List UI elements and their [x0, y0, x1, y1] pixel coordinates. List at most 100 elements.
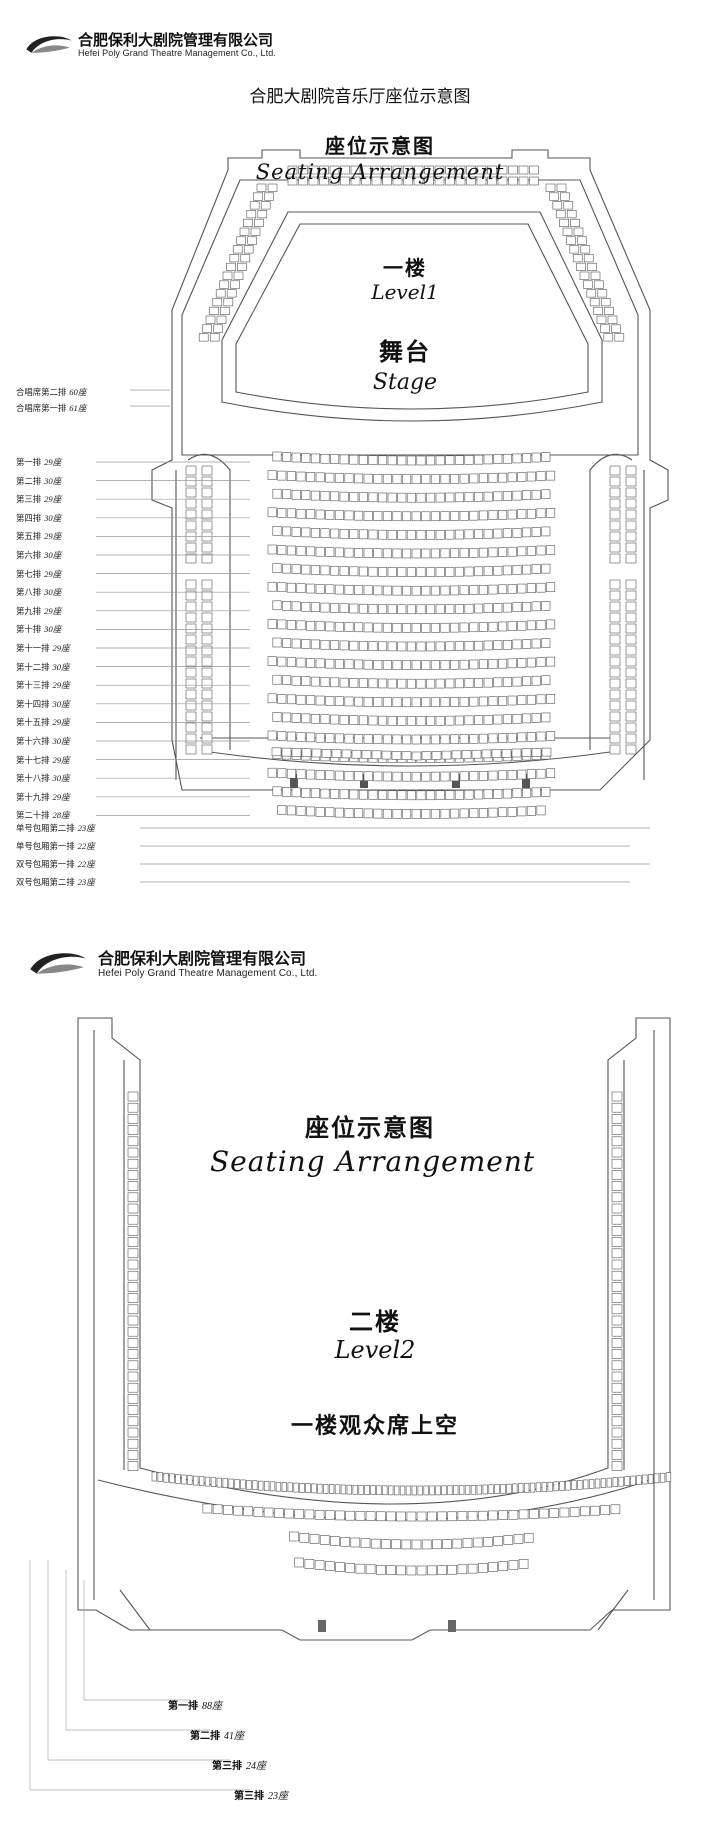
seat: [609, 520, 621, 531]
seat: [553, 1481, 559, 1492]
seat: [573, 227, 584, 236]
seat: [512, 788, 522, 799]
seat: [291, 675, 301, 686]
seat: [426, 492, 436, 503]
seat: [445, 492, 455, 503]
seat: [267, 544, 277, 555]
seat: [609, 465, 621, 476]
seat: [304, 1559, 315, 1569]
seat: [440, 548, 450, 559]
seat: [330, 528, 340, 539]
level1-heading-en: Seating Arrangement: [255, 160, 505, 184]
seat: [354, 659, 364, 670]
seat: [478, 733, 488, 744]
seat: [296, 657, 306, 668]
seat: [440, 697, 450, 707]
seat: [387, 604, 397, 614]
seat: [445, 455, 455, 466]
seat: [517, 620, 527, 631]
seat: [201, 612, 213, 623]
seat: [306, 695, 316, 705]
seat: [413, 165, 424, 175]
seat: [272, 637, 282, 648]
seat: [282, 638, 292, 648]
seat: [354, 622, 364, 633]
seat: [127, 1326, 139, 1337]
seat: [223, 298, 234, 307]
seat: [431, 751, 442, 760]
seat: [193, 1475, 199, 1486]
seat: [445, 604, 455, 614]
seat: [320, 639, 330, 650]
seat: [451, 750, 462, 760]
seat: [421, 474, 431, 484]
seat: [256, 183, 267, 192]
seat: [618, 1476, 624, 1487]
seat: [391, 1539, 401, 1550]
seat: [483, 789, 493, 800]
seat: [201, 689, 213, 700]
seat: [281, 1482, 288, 1492]
seat: [373, 771, 383, 782]
seat: [469, 510, 479, 521]
seat: [507, 658, 517, 669]
seat: [583, 254, 594, 263]
seat: [501, 748, 512, 758]
seat: [526, 694, 536, 705]
seat: [450, 548, 460, 559]
seat: [488, 1484, 494, 1495]
seat: [611, 1192, 623, 1203]
seat: [330, 1536, 340, 1546]
seat: [546, 545, 556, 555]
hall-row-count: 29座: [44, 457, 62, 467]
seat: [185, 689, 197, 700]
seat: [459, 659, 469, 670]
seat: [435, 455, 445, 466]
seat: [185, 476, 197, 487]
seat: [624, 1476, 630, 1486]
seat: [267, 581, 277, 592]
seat: [467, 1511, 478, 1521]
seat: [301, 453, 311, 463]
seat: [243, 1506, 253, 1517]
seat: [233, 1505, 243, 1516]
seat: [461, 750, 472, 759]
box-row-count: 22座: [77, 859, 95, 869]
seat: [464, 603, 474, 614]
seat: [493, 1536, 503, 1546]
seat: [263, 1481, 270, 1491]
seat: [306, 658, 316, 668]
seat: [498, 472, 508, 483]
seat: [507, 621, 517, 631]
seat: [611, 1371, 623, 1382]
seat: [127, 1360, 139, 1371]
seat: [258, 1480, 264, 1491]
seat: [223, 1505, 233, 1515]
seat: [596, 315, 607, 324]
seat: [387, 529, 397, 540]
seat: [522, 527, 532, 538]
seat: [286, 471, 296, 481]
seat: [358, 603, 368, 614]
seat: [228, 1478, 234, 1489]
seat: [234, 1479, 240, 1489]
seat: [546, 656, 556, 667]
seat: [335, 1562, 345, 1572]
seat: [202, 1503, 213, 1514]
seat: [494, 1484, 500, 1494]
seat: [569, 245, 580, 254]
seat: [421, 511, 431, 522]
seat: [291, 564, 301, 574]
seat: [611, 1450, 623, 1460]
seat: [267, 183, 278, 192]
seat: [252, 1480, 258, 1491]
seat: [426, 530, 436, 540]
seat: [531, 601, 541, 612]
level1-floor-plan: [96, 149, 669, 883]
seat: [378, 492, 388, 503]
seat: [611, 1170, 623, 1180]
seat: [609, 645, 621, 656]
seat: [392, 585, 402, 596]
seat: [507, 546, 517, 557]
